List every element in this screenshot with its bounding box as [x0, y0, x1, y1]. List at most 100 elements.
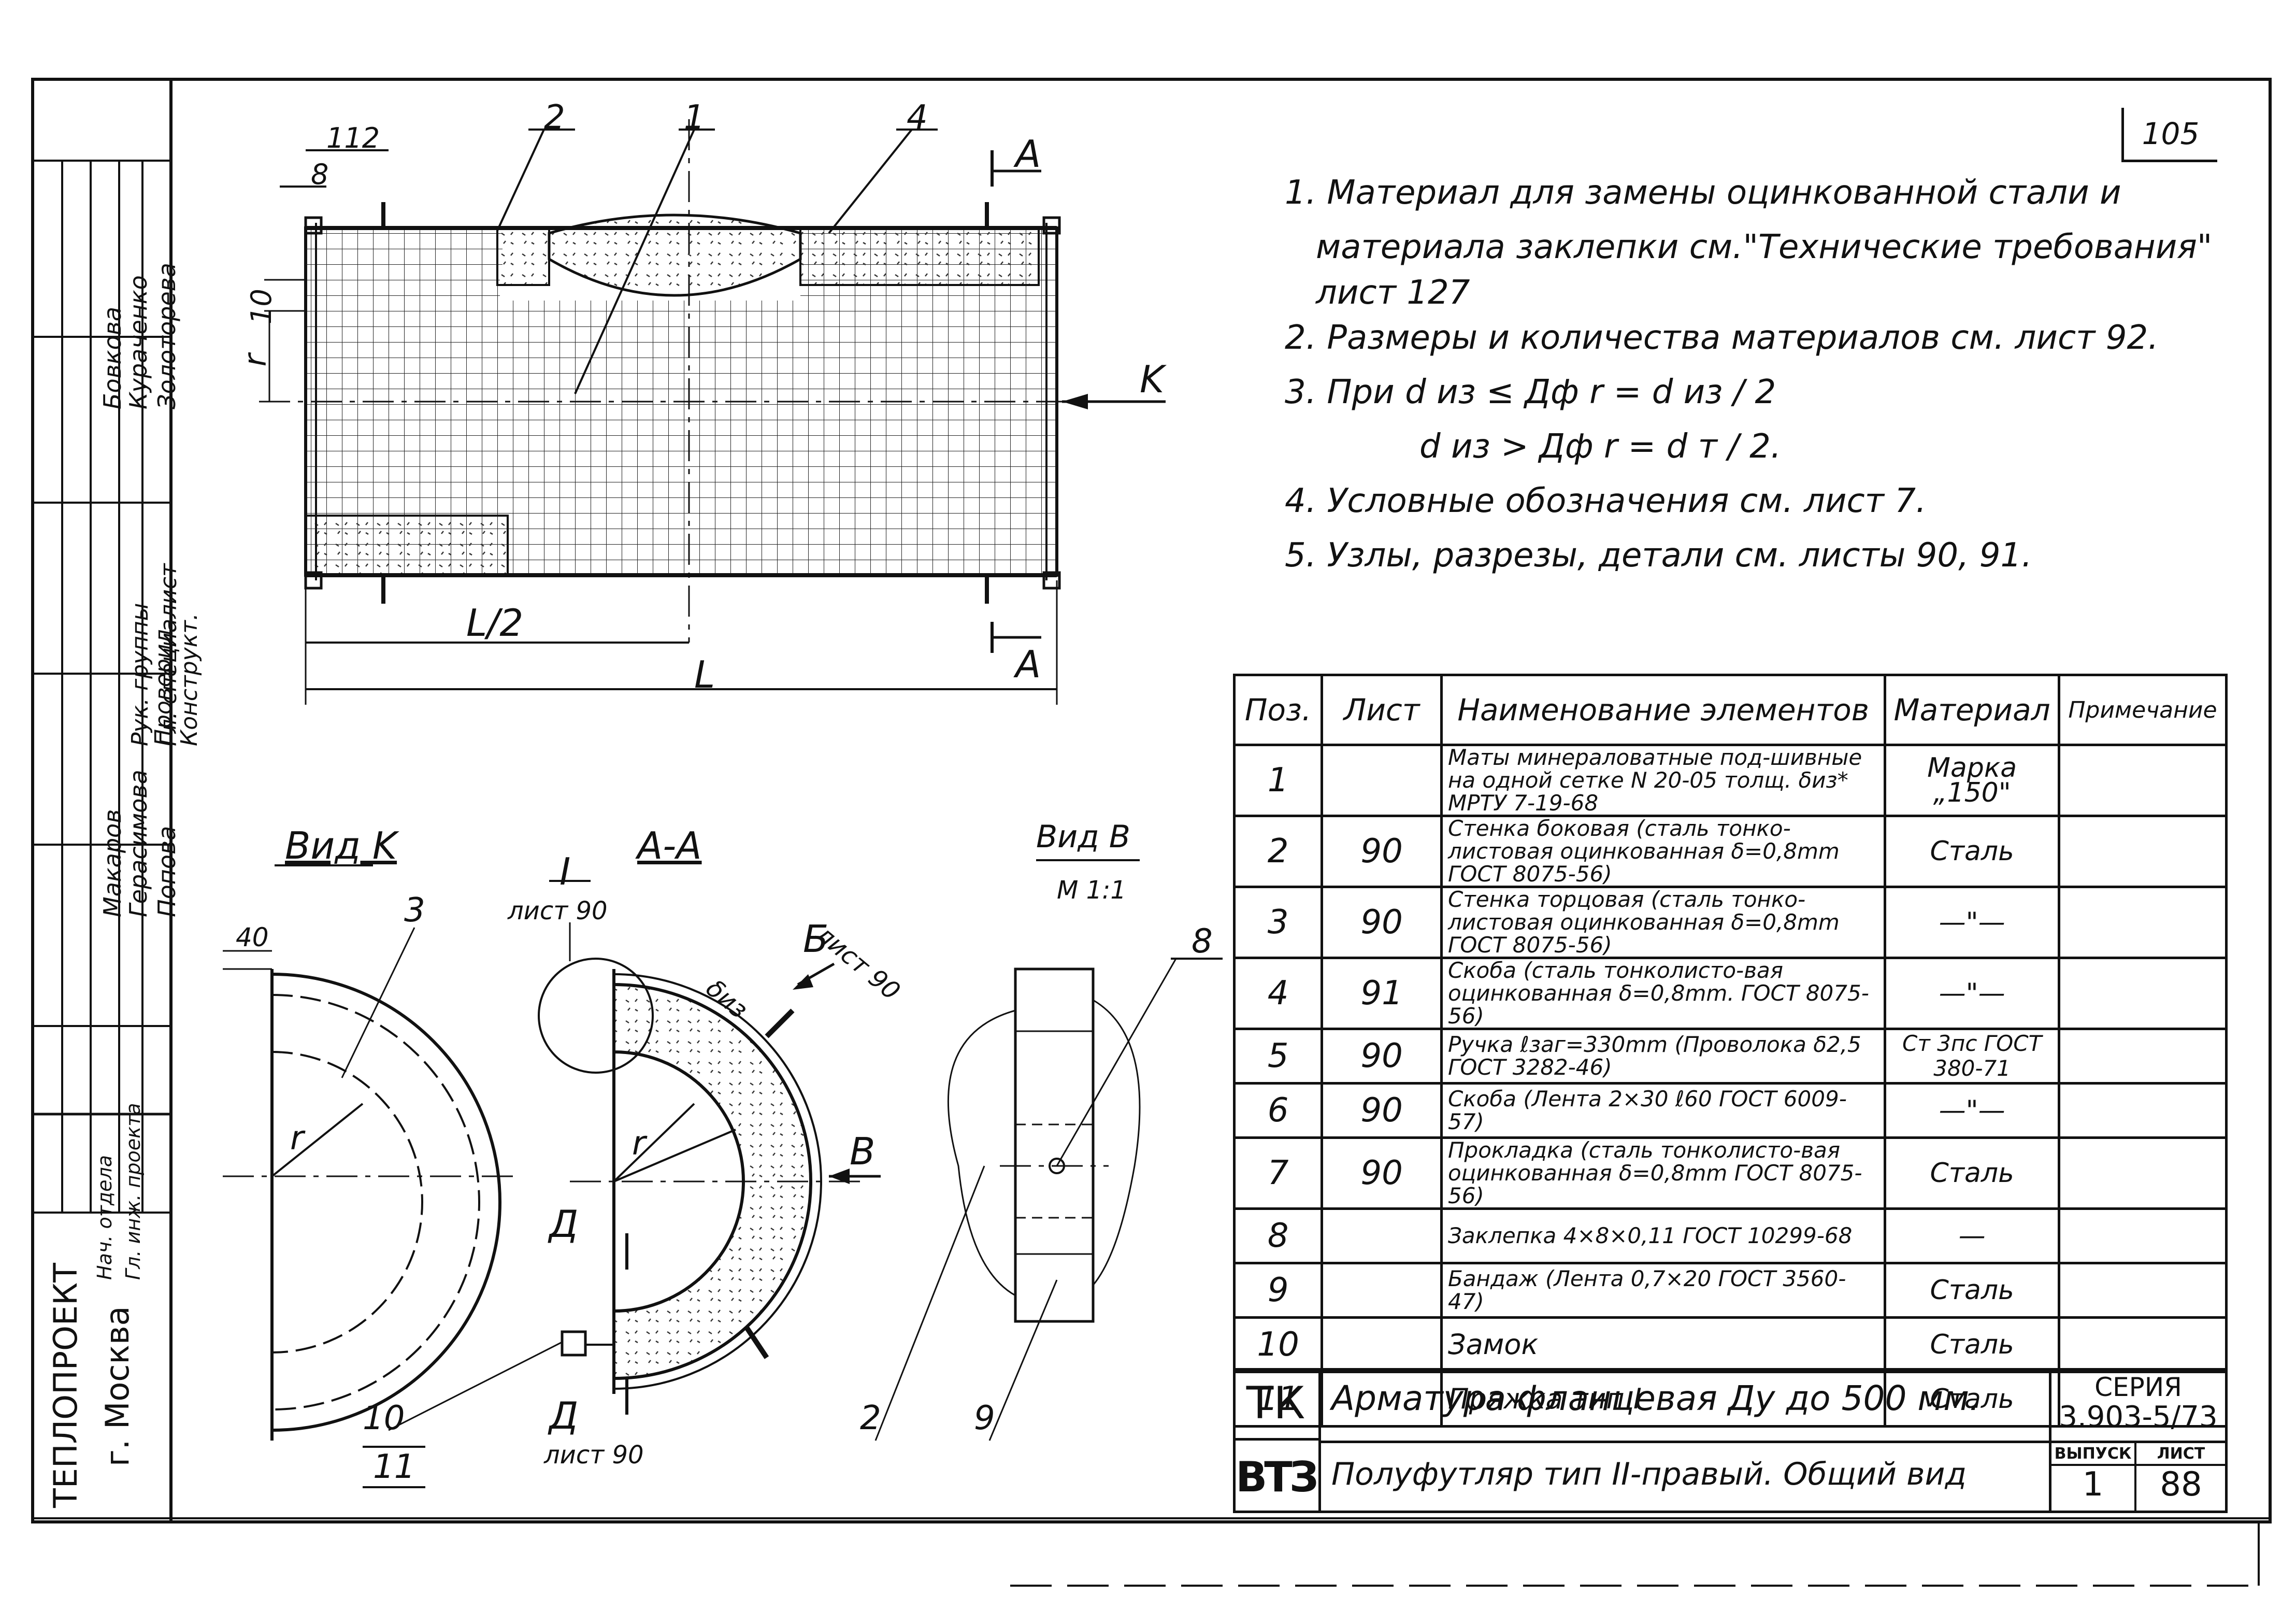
- cell-list: 90: [1321, 886, 1443, 959]
- cell-note: [2057, 957, 2228, 1030]
- cell-material: Сталь: [1884, 815, 2060, 888]
- note-line: 4. Условные обозначения см. лист 7.: [1285, 482, 1927, 520]
- main-view: [259, 119, 1166, 705]
- title-divider: [1321, 1441, 2228, 1443]
- cell-note: [2057, 1371, 2228, 1428]
- cell-name: Замок: [1440, 1316, 1887, 1373]
- vypusk-value: 1: [2082, 1465, 2104, 1504]
- stamp-name-4: Бовкова: [98, 306, 126, 409]
- org-logo: ВТЗ: [1233, 1441, 1321, 1513]
- cell-note: [2057, 1207, 2228, 1264]
- scale-b-label: M 1:1: [1057, 876, 1126, 905]
- header-name: Наименование элементов: [1440, 674, 1887, 746]
- stamp-org-line1: ТЕПЛОПРОЕКТ: [47, 1263, 84, 1508]
- note-line: d из > Дф r = d т / 2.: [1419, 428, 1782, 466]
- title-stamp-grid: [31, 160, 171, 1214]
- cell-pos: 7: [1232, 1136, 1324, 1210]
- cell-list: 90: [1321, 1136, 1443, 1210]
- note-line: 3. При d из ≤ Дф r = d из / 2: [1285, 373, 1776, 411]
- stamp-name-5: Кураченко: [124, 275, 152, 409]
- pos-4-label: 4: [907, 98, 928, 137]
- list-value: 88: [2160, 1465, 2202, 1504]
- list-label: ЛИСТ: [2157, 1445, 2205, 1463]
- cell-material: Сталь: [1884, 1316, 2060, 1373]
- stamp-name-1: Макаров: [98, 809, 126, 917]
- cell-material: Сталь: [1884, 1136, 2060, 1210]
- cell-list: [1321, 1316, 1443, 1373]
- table-row: 3 90 Стенка торцовая (сталь тонко-листов…: [1232, 886, 2228, 959]
- table-row: 1 Маты минераловатные под-шивные на одно…: [1232, 744, 2228, 817]
- section-a-bottom: A: [1015, 643, 1041, 686]
- seria-value: 3.903-5/73: [2059, 1400, 2218, 1434]
- cell-name: Пряжка тип I: [1440, 1371, 1887, 1428]
- d-mark-bottom: Д: [549, 1394, 579, 1437]
- cell-name: Стенка торцовая (сталь тонко-листовая оц…: [1440, 886, 1887, 959]
- title-block: ТК ВТЗ Арматура фланцевая Ду до 500 мм. …: [1233, 1368, 2228, 1513]
- cell-list: 90: [1321, 1082, 1443, 1139]
- sheet-number: 105: [2121, 108, 2217, 162]
- dim-112-label: 112: [326, 122, 380, 154]
- stamp-name-3: Попова: [153, 825, 181, 917]
- table-row: 6 90 Скоба (Лента 2×30 ℓ60 ГОСТ 6009-57)…: [1232, 1082, 2228, 1139]
- r-aa-label: r: [632, 1124, 646, 1163]
- cell-list: [1321, 1262, 1443, 1319]
- node-i-label: I: [559, 850, 571, 893]
- cell-pos: 9: [1232, 1262, 1324, 1319]
- b-mark-label: Б: [803, 917, 829, 961]
- cell-material: —"—: [1884, 957, 2060, 1030]
- view-b-label: Вид В: [1036, 819, 1130, 855]
- pos-9-label: 9: [974, 1399, 995, 1437]
- table-row: 10 Замок Сталь: [1232, 1316, 2228, 1373]
- note-line: материала заклепки см."Технические требо…: [1316, 228, 2213, 266]
- header-note: Примечание: [2057, 674, 2228, 746]
- l-half-label: L/2: [466, 601, 524, 645]
- cell-pos: 3: [1232, 886, 1324, 959]
- cell-name: Скоба (сталь тонколисто-вая оцинкованная…: [1440, 957, 1887, 1030]
- cell-note: [2057, 886, 2228, 959]
- cell-material: Марка „150": [1884, 744, 2060, 817]
- view-k: [223, 864, 518, 1441]
- cell-note: [2057, 1316, 2228, 1373]
- table-row: 5 90 Ручка ℓзаг=330mm (Проволока δ2,5 ГО…: [1232, 1028, 2228, 1085]
- arrow-k-label: K: [1140, 358, 1165, 401]
- title-stamp: ТЕПЛОПРОЕКТ г. Москва Нач. отдела Гл. ин…: [31, 78, 203, 1523]
- cell-list: 91: [1321, 957, 1443, 1030]
- table-row: 11 Пряжка тип I Сталь: [1232, 1371, 2228, 1428]
- drawing-frame: [31, 78, 2272, 1523]
- pos-10-label: 10: [363, 1399, 405, 1437]
- cell-list: 90: [1321, 815, 1443, 888]
- pos-2-label: 2: [544, 98, 565, 137]
- pos-11-label: 11: [363, 1446, 426, 1488]
- arrow-v-label: В: [850, 1130, 876, 1173]
- cell-pos: 8: [1232, 1207, 1324, 1264]
- cell-note: [2057, 1082, 2228, 1139]
- dim-40-label: 40: [236, 922, 269, 952]
- cell-name: Заклепка 4×8×0,11 ГОСТ 10299-68: [1440, 1207, 1887, 1264]
- header-list: Лист: [1321, 674, 1443, 746]
- drawing-title-line2: Полуфутляр тип II-правый. Общий вид: [1331, 1456, 1967, 1492]
- cell-list: 90: [1321, 1028, 1443, 1085]
- drawing-title-line1: Арматура фланцевая Ду до 500 мм.: [1331, 1378, 1980, 1418]
- cell-note: [2057, 744, 2228, 817]
- seria-label: СЕРИЯ: [2094, 1372, 2182, 1402]
- stamp-role-6: Конструкт.: [176, 613, 203, 746]
- d-mark-top: Д: [549, 1202, 579, 1246]
- section-a-top: A: [1015, 132, 1041, 176]
- table-row: 7 90 Прокладка (сталь тонколисто-вая оци…: [1232, 1136, 2228, 1210]
- cell-material: Сталь: [1884, 1371, 2060, 1428]
- cell-name: Маты минераловатные под-шивные на одной …: [1440, 744, 1887, 817]
- cell-pos: 2: [1232, 815, 1324, 888]
- spec-header-row: Поз. Лист Наименование элементов Материа…: [1232, 674, 2228, 746]
- cell-material: —: [1884, 1207, 2060, 1264]
- note-line: 2. Размеры и количества материалов см. л…: [1285, 319, 2159, 357]
- cell-note: [2057, 815, 2228, 888]
- stamp-name-6: Золоторева: [153, 263, 181, 409]
- r-label: r: [237, 353, 274, 367]
- notes-block: 1. Материал для замены оцинкованной стал…: [1285, 166, 2228, 583]
- cell-pos: 10: [1232, 1316, 1324, 1373]
- cell-list: [1321, 1207, 1443, 1264]
- table-row: 2 90 Стенка боковая (сталь тонко-листова…: [1232, 815, 2228, 888]
- r-k-label: r: [290, 1119, 304, 1158]
- header-pos: Поз.: [1232, 674, 1324, 746]
